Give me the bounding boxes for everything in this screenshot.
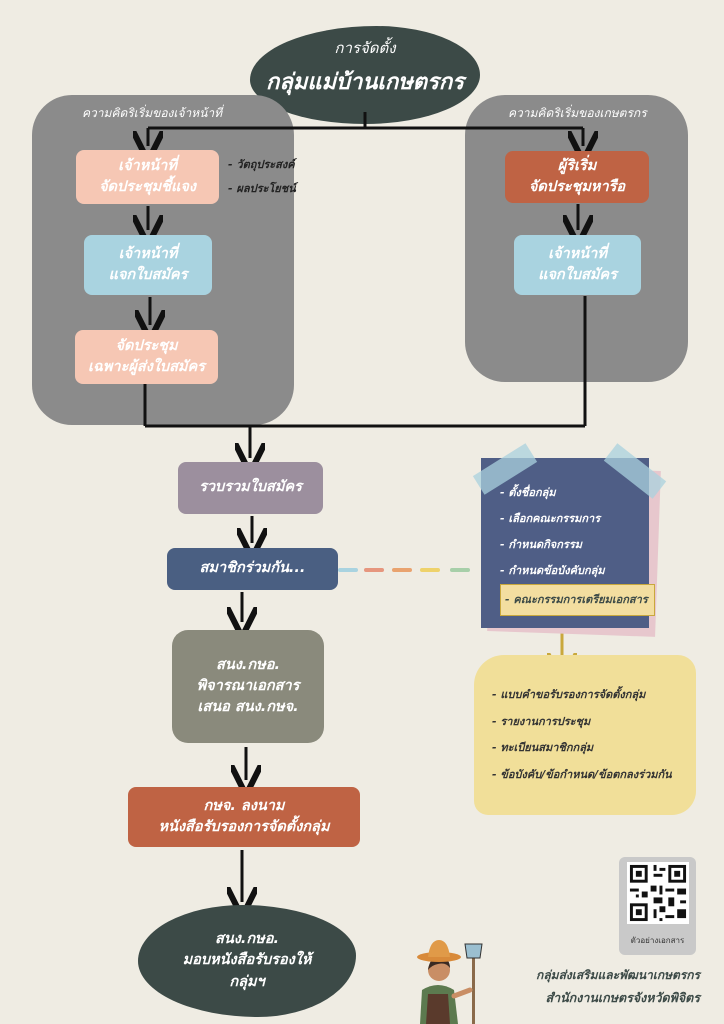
task-item: - กำหนดข้อบังคับกลุ่ม	[500, 564, 605, 577]
staff-application-left-line2: แจกใบสมัคร	[108, 267, 188, 283]
district-review-line3: เสนอ สนง.กษจ.	[197, 699, 299, 715]
initiator-meeting-line2: จัดประชุมหารือ	[528, 179, 626, 195]
certificate-handover-line1: สนง.กษอ.	[215, 931, 279, 948]
district-review-box: สนง.กษอ. พิจารณาเอกสาร เสนอ สนง.กษจ.	[172, 630, 324, 743]
applicant-meeting-box: จัดประชุม เฉพาะผู้ส่งใบสมัคร	[75, 330, 218, 384]
staff-application-box-left: เจ้าหน้าที่ แจกใบสมัคร	[84, 235, 212, 295]
collect-applications-box: รวบรวมใบสมัคร	[178, 462, 323, 514]
initiator-meeting-line1: ผู้ริเริ่ม	[557, 157, 597, 174]
title-line2: กลุ่มแม่บ้านเกษตรกร	[266, 70, 464, 95]
farmer-illustration	[417, 940, 483, 1024]
task-item: - ตั้งชื่อกลุ่ม	[500, 486, 556, 499]
documents-note	[474, 655, 696, 815]
staff-application-right-line2: แจกใบสมัคร	[538, 267, 617, 283]
document-item: - แบบคำขอรับรองการจัดตั้งกลุ่ม	[492, 688, 646, 701]
footer-division: กลุ่มส่งเสริมและพัฒนาเกษตรกร	[536, 968, 700, 982]
provincial-sign-box: กษจ. ลงนาม หนังสือรับรองการจัดตั้งกลุ่ม	[128, 787, 360, 847]
provincial-sign-line1: กษจ. ลงนาม	[203, 797, 285, 814]
qr-caption: ตัวอย่างเอกสาร	[630, 936, 685, 945]
members-together-label: สมาชิกร่วมกัน...	[199, 560, 306, 577]
certificate-handover-line2: มอบหนังสือรับรองให้	[182, 952, 312, 969]
staff-application-left-line1: เจ้าหน้าที่	[118, 245, 178, 262]
meeting-notes: - วัตถุประสงค์ - ผลประโยชน์	[228, 153, 296, 201]
title-blob: การจัดตั้ง กลุ่มแม่บ้านเกษตรกร	[250, 26, 480, 124]
staff-application-right-line1: เจ้าหน้าที่	[548, 245, 607, 262]
task-item: - เลือกคณะกรรมการ	[500, 512, 601, 525]
collect-applications-label: รวบรวมใบสมัคร	[199, 479, 302, 496]
initiator-meeting-box: ผู้ริเริ่ม จัดประชุมหารือ	[505, 151, 649, 203]
district-review-line2: พิจารณาเอกสาร	[196, 677, 300, 694]
staff-meeting-line1: เจ้าหน้าที่	[118, 157, 177, 174]
farmer-initiative-label: ความคิดริเริ่มของเกษตรกร	[508, 106, 647, 120]
title-line1: การจัดตั้ง	[334, 39, 396, 57]
note-benefits: - ผลประโยชน์	[228, 182, 296, 195]
document-item: - ข้อบังคับ/ข้อกำหนด/ข้อตกลงร่วมกัน	[492, 767, 672, 781]
members-together-box: สมาชิกร่วมกัน...	[167, 548, 338, 590]
provincial-sign-line2: หนังสือรับรองการจัดตั้งกลุ่ม	[158, 819, 330, 835]
staff-initiative-label: ความคิดริเริ่มของเจ้าหน้าที่	[82, 106, 223, 120]
staff-meeting-box: เจ้าหน้าที่ จัดประชุมชี้แจง	[76, 150, 219, 204]
documents-list: - แบบคำขอรับรองการจัดตั้งกลุ่ม - รายงานก…	[492, 682, 692, 788]
task-item: - กำหนดกิจกรรม	[500, 538, 582, 551]
applicant-meeting-line1: จัดประชุม	[115, 337, 178, 354]
document-item: - ทะเบียนสมาชิกกลุ่ม	[492, 741, 594, 754]
footer-office: สำนักงานเกษตรจังหวัดพิจิตร	[545, 990, 700, 1005]
task-item-highlighted: - คณะกรรมการเตรียมเอกสาร	[500, 584, 655, 616]
staff-application-box-right: เจ้าหน้าที่ แจกใบสมัคร	[514, 235, 641, 295]
note-objective: - วัตถุประสงค์	[228, 158, 295, 171]
staff-meeting-line2: จัดประชุมชี้แจง	[99, 179, 196, 195]
certificate-handover-line3: กลุ่มฯ	[229, 973, 265, 990]
qr-code-icon[interactable]	[627, 862, 689, 924]
member-tasks-list: - ตั้งชื่อกลุ่ม - เลือกคณะกรรมการ - กำหน…	[500, 480, 660, 616]
district-review-line1: สนง.กษอ.	[216, 656, 280, 673]
certificate-handover-blob: สนง.กษอ. มอบหนังสือรับรองให้ กลุ่มฯ	[138, 905, 356, 1017]
document-item: - รายงานการประชุม	[492, 714, 591, 728]
applicant-meeting-line2: เฉพาะผู้ส่งใบสมัคร	[88, 359, 205, 375]
